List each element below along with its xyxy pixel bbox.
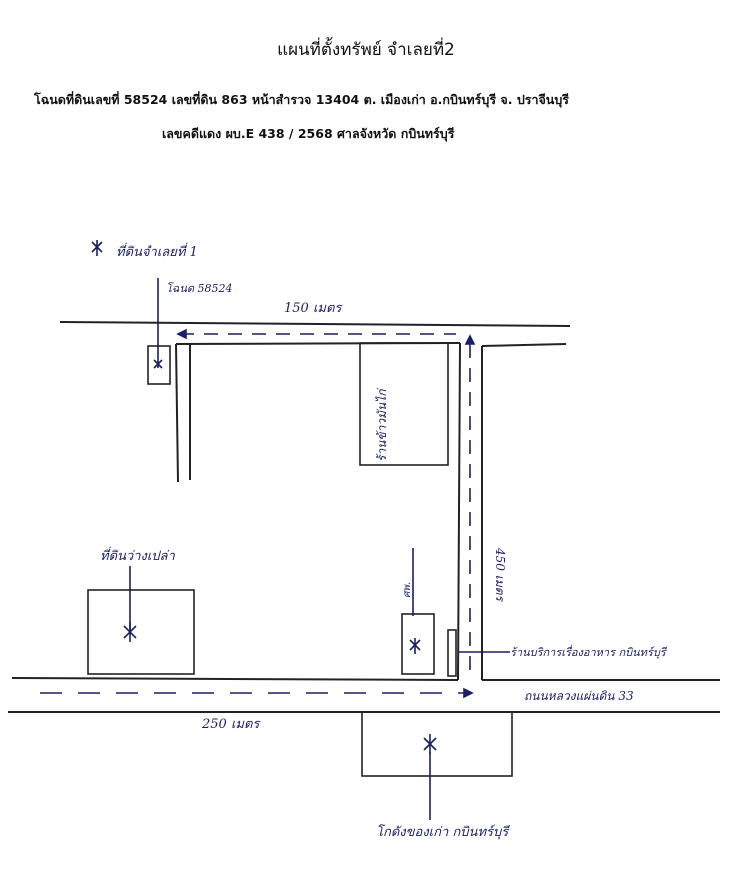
vacant-plot (87, 589, 195, 675)
land-deed-info: โฉนดที่ดินเลขที่ 58524 เลขที่ดิน 863 หน้… (34, 92, 569, 107)
plot-boxes (87, 342, 513, 777)
marker-defendant1 (91, 240, 103, 256)
warehouse-plot (361, 711, 513, 777)
top-route-arrowhead (176, 328, 187, 340)
road-outlines (8, 321, 720, 713)
handwritten-labels: ที่ดินจำเลยที่ 1 โฉนด 58524 150 เมตร ที่… (100, 242, 668, 840)
label-defendant1: ที่ดินจำเลยที่ 1 (116, 242, 198, 260)
vertical-route-arrowhead (464, 334, 476, 345)
route-arrows (40, 328, 510, 699)
label-side-distance: 450 เมตร (493, 547, 507, 603)
label-shop: ร้านข้าวมันไก่ (375, 388, 389, 462)
case-info: เลขคดีแดง ผบ.E 438 / 2568 ศาลจังหวัด กบิ… (162, 126, 455, 141)
label-highway: ถนนหลวงแผ่นดิน 33 (524, 689, 634, 703)
label-warehouse: โกดังของเก่า กบินทร์บุรี (376, 824, 510, 840)
bottom-route-arrowhead (463, 687, 474, 699)
map-title: แผนที่ตั้งทรัพย์ จำเลยที่2 (277, 40, 455, 60)
label-top-distance: 150 เมตร (284, 301, 343, 316)
highway-upper-edge-left (11, 677, 459, 681)
label-bottom-distance: 250 เมตร (201, 717, 261, 732)
vertical-road-left-edge (457, 342, 461, 681)
marker-small-plot (409, 638, 421, 654)
location-markers (91, 240, 437, 820)
left-branch-edge-right (175, 343, 179, 483)
label-defendant1-deed: โฉนด 58524 (166, 282, 233, 295)
label-vacant: ที่ดินว่างเปล่า (100, 546, 176, 564)
shop-plot (359, 342, 449, 466)
label-small-plot: ศพ. (402, 582, 413, 598)
restaurant-marker-box (447, 629, 457, 677)
top-road-lower-edge-right (481, 343, 567, 347)
label-restaurant: ร้านบริการเรื่องอาหาร กบินทร์บุรี (510, 644, 668, 659)
defendant1-plot (147, 345, 171, 385)
top-road-upper-edge (59, 321, 571, 327)
small-plot (401, 613, 435, 675)
marker-warehouse (423, 734, 437, 754)
